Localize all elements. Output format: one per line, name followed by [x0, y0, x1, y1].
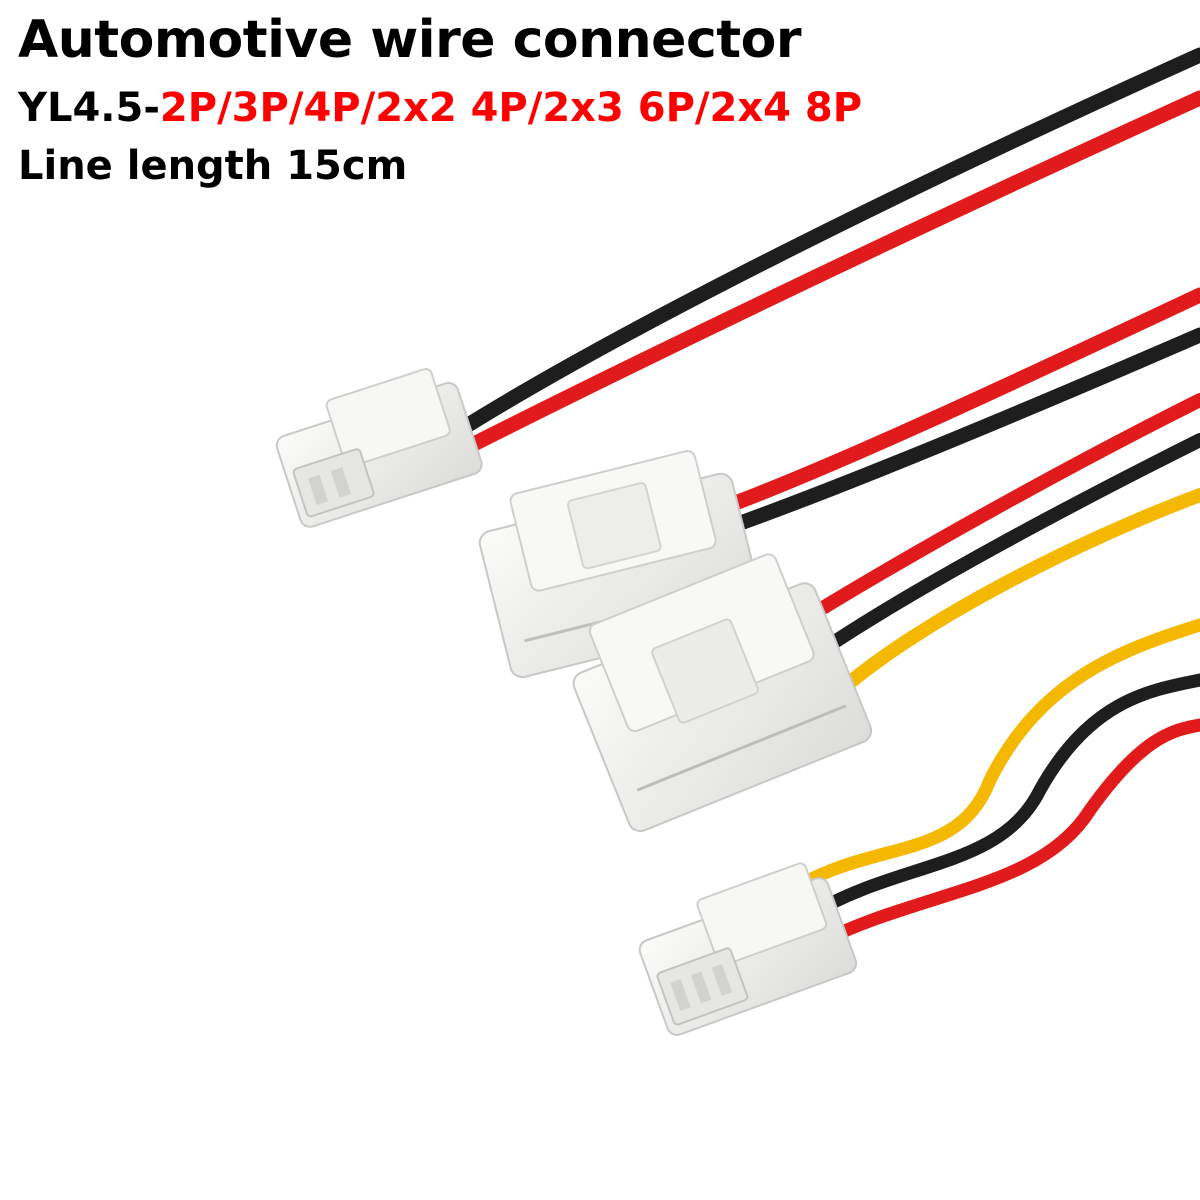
line-length: Line length 15cm — [18, 143, 408, 189]
product-title: Automotive wire connector — [18, 10, 802, 70]
wire-bundle-large — [722, 287, 1200, 533]
wire-black — [452, 47, 1200, 438]
wire-bundle-2p — [452, 47, 1200, 458]
wire-yellow — [793, 618, 1200, 892]
model-line: YL4.5-2P/3P/4P/2x2 4P/2x3 6P/2x4 8P — [18, 88, 862, 128]
wire-red — [808, 718, 1200, 952]
wire-bundle-3p — [788, 393, 1200, 702]
wire-red — [454, 90, 1200, 458]
wire-bundle-4p — [793, 618, 1200, 952]
connector-3p — [572, 553, 873, 833]
wire-black — [803, 673, 1200, 922]
wire-yellow — [828, 488, 1200, 702]
wire-black — [808, 433, 1200, 662]
connector-3p-small — [638, 862, 858, 1036]
model-variants: 2P/3P/4P/2x2 4P/2x3 6P/2x4 8P — [159, 85, 863, 131]
wire-red — [788, 393, 1200, 632]
wire-black — [727, 327, 1200, 533]
wire-red — [722, 287, 1200, 513]
connector-2p — [275, 368, 483, 528]
model-prefix: YL4.5- — [18, 85, 160, 131]
